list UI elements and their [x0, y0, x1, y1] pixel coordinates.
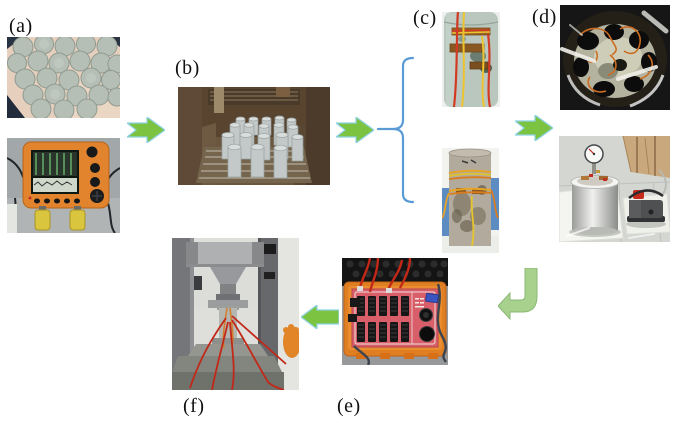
drying-oven-image — [178, 87, 330, 185]
data-acquisition-board-image — [342, 258, 448, 365]
photo-strain-gauge-closeup — [442, 12, 500, 107]
photo-wired-specimen — [442, 148, 499, 253]
ultrasonic-tester-image — [7, 138, 120, 233]
arrow-right-icon — [336, 117, 374, 143]
saturation-chamber-image — [560, 5, 670, 110]
arrow-right-icon — [515, 115, 553, 141]
wired-specimen-image — [442, 148, 499, 253]
photo-saturation-chamber — [560, 5, 670, 110]
panel-label-f: (f) — [183, 395, 205, 417]
compression-machine-image — [172, 238, 299, 390]
panel-label-b: (b) — [175, 57, 200, 79]
arrow-right-icon — [127, 117, 165, 143]
arrow-left-icon — [301, 305, 339, 329]
vacuum-pump-setup-image — [559, 136, 670, 242]
arrow-turn-down-left-icon — [498, 268, 542, 322]
brace-icon — [376, 54, 418, 206]
photo-data-acquisition-board — [342, 258, 448, 365]
photo-ultrasonic-tester — [7, 138, 120, 233]
photo-drying-oven — [178, 87, 330, 185]
panel-label-a: (a) — [9, 15, 33, 37]
strain-gauge-closeup-image — [442, 12, 500, 107]
core-specimens-image — [7, 37, 120, 118]
photo-core-specimens — [7, 37, 120, 118]
photo-compression-machine — [172, 238, 299, 390]
photo-vacuum-pump-setup — [559, 136, 670, 242]
panel-label-c: (c) — [413, 7, 437, 29]
panel-label-e: (e) — [337, 395, 361, 417]
panel-label-d: (d) — [532, 6, 557, 28]
